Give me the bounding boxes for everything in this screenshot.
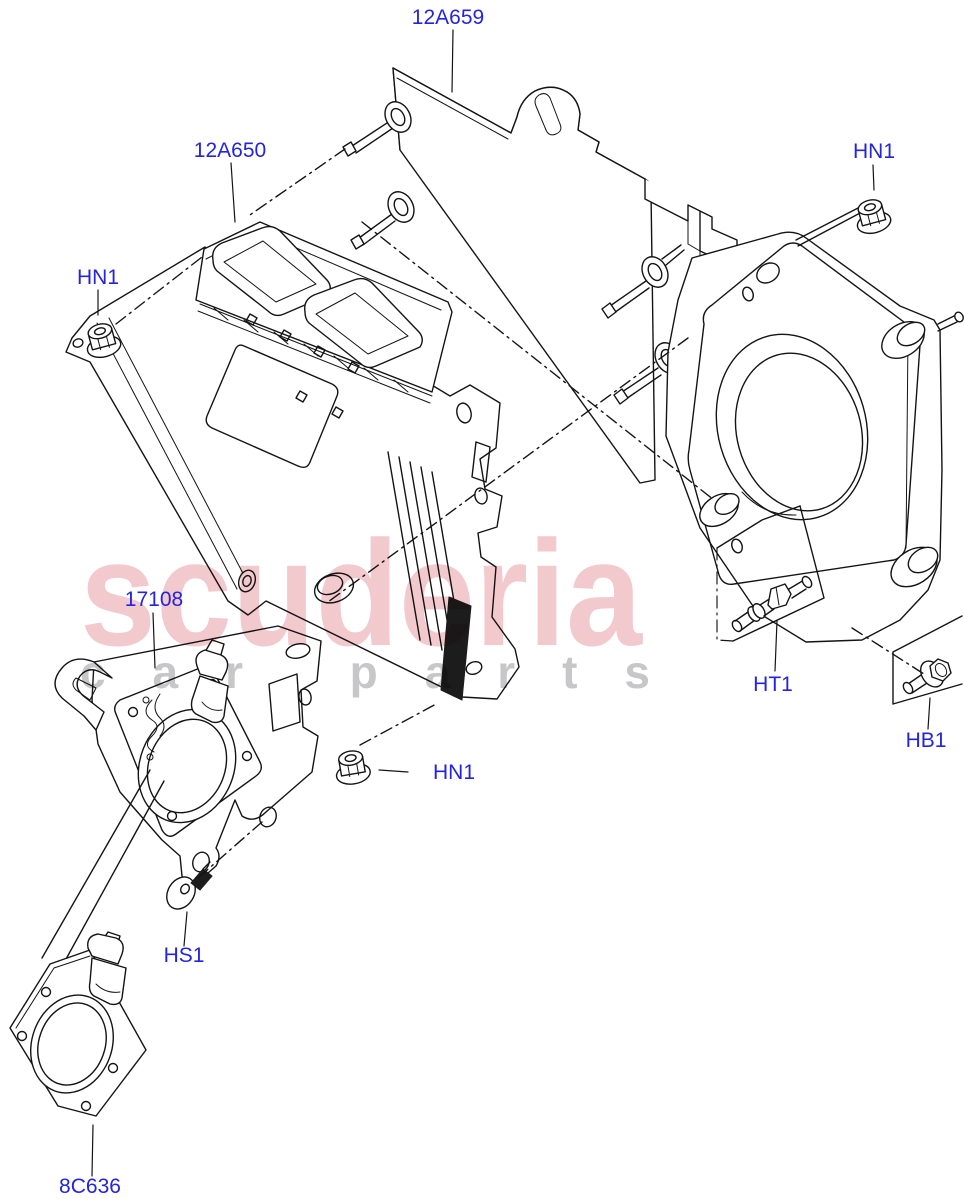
fastener-hn1-nut-top-right [850, 195, 894, 238]
ecm-connector-socket [212, 225, 331, 317]
callout-group-12A659: 12A659 [412, 6, 484, 93]
sensor-connector [87, 931, 127, 1006]
stud-3 [601, 244, 685, 319]
callout-ht1[interactable]: HT1 [753, 673, 793, 696]
alignment-lines [41, 769, 165, 971]
stud-2 [350, 191, 415, 250]
sensor-connector [190, 639, 229, 724]
callout-8c636[interactable]: 8C636 [59, 1175, 121, 1198]
callout-group-hn1-left: HN1 [77, 266, 119, 316]
fastener-hs1-screw [166, 861, 213, 910]
hb1-reference-sheet [892, 615, 963, 705]
callout-hn1-top-right[interactable]: HN1 [853, 140, 895, 163]
fastener-hn1-nut-middle [331, 747, 373, 788]
callout-group-hn1-middle: HN1 [378, 761, 475, 784]
part-ecm-module-12A650 [65, 221, 520, 701]
callout-12A650[interactable]: 12A650 [194, 139, 266, 162]
callout-17108[interactable]: 17108 [125, 588, 183, 611]
stud-1 [342, 101, 412, 157]
ht1-reference-sheet [716, 505, 825, 642]
callout-group-hn1-top-right: HN1 [853, 140, 895, 191]
ecm-connector-socket [304, 277, 423, 369]
callout-hb1[interactable]: HB1 [906, 729, 947, 752]
callout-group-hs1: HS1 [164, 911, 205, 967]
part-sensor-8C636 [9, 931, 147, 1117]
callout-hs1[interactable]: HS1 [164, 944, 205, 967]
watermark-tagline: car parts [80, 646, 650, 698]
callout-group-8c636: 8C636 [59, 1124, 121, 1198]
ecm-vent-holes [245, 313, 360, 419]
callout-hn1-middle[interactable]: HN1 [433, 761, 475, 784]
callout-hn1-left[interactable]: HN1 [77, 266, 119, 289]
fastener-hb1-bolt [902, 658, 952, 695]
watermark-brand: scuderia [80, 509, 643, 677]
assembly-axis-lines [115, 148, 925, 879]
part-bracket-17108 [54, 625, 322, 883]
callout-group-ht1: HT1 [753, 620, 793, 696]
part-bracket-12A659 [392, 67, 738, 484]
callout-12A659[interactable]: 12A659 [412, 6, 484, 29]
callout-group-17108: 17108 [125, 588, 183, 669]
housing-corner-bosses [699, 262, 939, 588]
fastener-ht1-stud [731, 575, 813, 633]
callout-group-hb1: HB1 [906, 697, 947, 752]
callouts: 12A659 12A650 HN1 HN1 17108 HN1 HT1 HB1 [59, 6, 946, 1198]
callout-group-12A650: 12A650 [194, 139, 266, 223]
part-housing [665, 200, 964, 643]
